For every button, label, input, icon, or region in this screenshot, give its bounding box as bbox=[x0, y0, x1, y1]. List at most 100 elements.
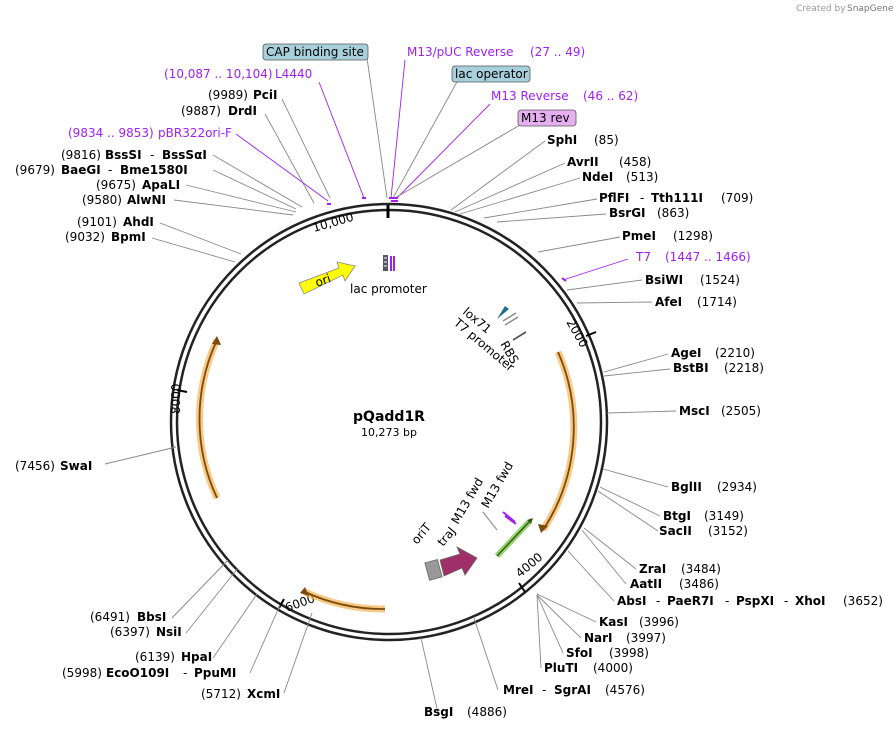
plasmid-size: 10,273 bp bbox=[361, 426, 417, 439]
tick-2000: 2000 bbox=[563, 317, 590, 350]
primer-l4440-pos: (10,087 .. 10,104) bbox=[164, 67, 273, 81]
site-drd-name: DrdI bbox=[228, 104, 257, 118]
site-pflfi-sep: - bbox=[640, 191, 644, 205]
site-swai-pos: (7456) bbox=[15, 459, 55, 473]
site-apali-name: ApaLI bbox=[142, 178, 180, 192]
site-bbsi-pos: (6491) bbox=[90, 610, 130, 624]
site-hpai-pos: (6139) bbox=[135, 650, 175, 664]
feature-traj: traJ bbox=[435, 524, 459, 549]
site-bpmi-name: BpmI bbox=[111, 230, 146, 244]
site-pluti-pos: (4000) bbox=[593, 661, 633, 675]
site-eco-pos: (5998) bbox=[62, 666, 102, 680]
credit-text: Created by bbox=[796, 4, 846, 14]
site-nari-pos: (3997) bbox=[626, 631, 666, 645]
primer-pbr322-name: pBR322ori-F bbox=[158, 126, 232, 140]
site-baegi-alt: Bme1580I bbox=[120, 163, 188, 177]
feature-orit: oriT bbox=[409, 520, 435, 547]
backbone-outer bbox=[169, 202, 609, 642]
site-kasi-pos: (3996) bbox=[639, 615, 679, 629]
site-sphi-name: SphI bbox=[547, 133, 577, 147]
primer-marks-top bbox=[327, 197, 567, 282]
site-bsssi-pos: (9816) bbox=[61, 148, 101, 162]
primer-l4440-name: L4440 bbox=[275, 67, 312, 81]
site-mrei-pos: (4576) bbox=[605, 683, 645, 697]
tick-4000: 4000 bbox=[513, 550, 545, 580]
site-afei-name: AfeI bbox=[655, 295, 682, 309]
site-absi-pos: (3652) bbox=[843, 594, 883, 608]
site-swai-name: SwaI bbox=[60, 459, 92, 473]
site-agei-pos: (2210) bbox=[715, 346, 755, 360]
site-hpai-name: HpaI bbox=[181, 650, 212, 664]
site-nsii-pos: (6397) bbox=[110, 625, 150, 639]
site-baegi-sep: - bbox=[108, 163, 112, 177]
site-avrii-pos: (458) bbox=[619, 155, 651, 169]
connectors-left bbox=[104, 59, 491, 694]
box-lacop: lac operator bbox=[455, 67, 528, 81]
site-absi-sep1: - bbox=[656, 594, 660, 608]
primer-m13puc-name: M13/pUC Reverse bbox=[407, 45, 514, 59]
site-pflfi-alt: Tth111I bbox=[651, 191, 703, 205]
primer-pbr322-pos: (9834 .. 9853) bbox=[68, 126, 154, 140]
site-ahdi-name: AhdI bbox=[123, 215, 154, 229]
site-absi-sep3: - bbox=[784, 594, 788, 608]
primer-t7-name: T7 bbox=[635, 250, 651, 264]
site-xcmi-name: XcmI bbox=[247, 687, 280, 701]
m13-fwd-marks bbox=[482, 511, 517, 531]
green-arc bbox=[494, 518, 533, 559]
feature-lac-promoter: lac promoter bbox=[350, 282, 427, 296]
site-absi-name: AbsI bbox=[617, 594, 646, 608]
site-sphi-pos: (85) bbox=[594, 133, 619, 147]
site-sacii-pos: (3152) bbox=[708, 524, 748, 538]
site-alwni-pos: (9580) bbox=[82, 193, 122, 207]
m13rev-box bbox=[517, 109, 577, 127]
site-bstbi-pos: (2218) bbox=[724, 361, 764, 375]
site-sfoi-pos: (3998) bbox=[609, 646, 649, 660]
lox-marks bbox=[497, 306, 527, 341]
site-absi-sep2: - bbox=[725, 594, 729, 608]
site-bsgi-pos: (4886) bbox=[467, 705, 507, 719]
connectors-right bbox=[366, 57, 677, 714]
cap-box bbox=[262, 43, 369, 61]
site-absi-alt3: XhoI bbox=[795, 594, 826, 608]
lac-promoter-marks bbox=[383, 255, 395, 271]
site-btgi-name: BtgI bbox=[663, 509, 691, 523]
trajarrow bbox=[424, 546, 478, 581]
site-bsssi-name: BssSI bbox=[105, 148, 142, 162]
site-pflfi-pos: (709) bbox=[721, 191, 753, 205]
site-sacii-name: SacII bbox=[659, 524, 692, 538]
site-absi-alt2: PspXI bbox=[736, 594, 774, 608]
site-mrei-alt: SgrAI bbox=[554, 683, 591, 697]
primer-m13puc-pos: (27 .. 49) bbox=[530, 45, 585, 59]
site-nari-name: NarI bbox=[584, 631, 613, 645]
site-eco-sep: - bbox=[183, 666, 187, 680]
site-eco-alt: PpuMI bbox=[194, 666, 236, 680]
right-labels: SphI (85) AvrII (458) NdeI (513) PflFI -… bbox=[424, 133, 883, 719]
tick-8000: 8000 bbox=[169, 383, 183, 414]
top-labels: (10,087 .. 10,104) L4440 CAP binding sit… bbox=[164, 43, 638, 127]
site-xcmi-pos: (5712) bbox=[201, 687, 241, 701]
site-apali-pos: (9675) bbox=[96, 178, 136, 192]
snapgene-logo: SnapGene bbox=[847, 4, 894, 14]
site-pluti-name: PluTI bbox=[544, 661, 578, 675]
site-pci-name: PciI bbox=[253, 88, 278, 102]
site-bsrgi-pos: (863) bbox=[657, 206, 689, 220]
site-nsii-name: NsiI bbox=[156, 625, 182, 639]
site-absi-alt1: PaeR7I bbox=[667, 594, 714, 608]
site-ndei-pos: (513) bbox=[626, 170, 658, 184]
site-aatii-name: AatII bbox=[630, 577, 662, 591]
site-bsiwi-pos: (1524) bbox=[700, 273, 740, 287]
site-ndei-name: NdeI bbox=[582, 170, 613, 184]
site-bsiwi-name: BsiWI bbox=[645, 273, 683, 287]
site-ahdi-pos: (9101) bbox=[77, 215, 117, 229]
site-eco-name: EcoO109I bbox=[106, 666, 169, 680]
orange-arcs bbox=[196, 336, 578, 613]
site-mrei-name: MreI bbox=[503, 683, 533, 697]
site-pmei-name: PmeI bbox=[622, 229, 656, 243]
site-zrai-pos: (3484) bbox=[681, 562, 721, 576]
site-msci-name: MscI bbox=[679, 404, 710, 418]
tick-10000: 10,000 bbox=[311, 210, 355, 235]
box-cap: CAP binding site bbox=[266, 45, 364, 59]
site-bsssi-sep: - bbox=[150, 148, 154, 162]
site-pmei-pos: (1298) bbox=[673, 229, 713, 243]
